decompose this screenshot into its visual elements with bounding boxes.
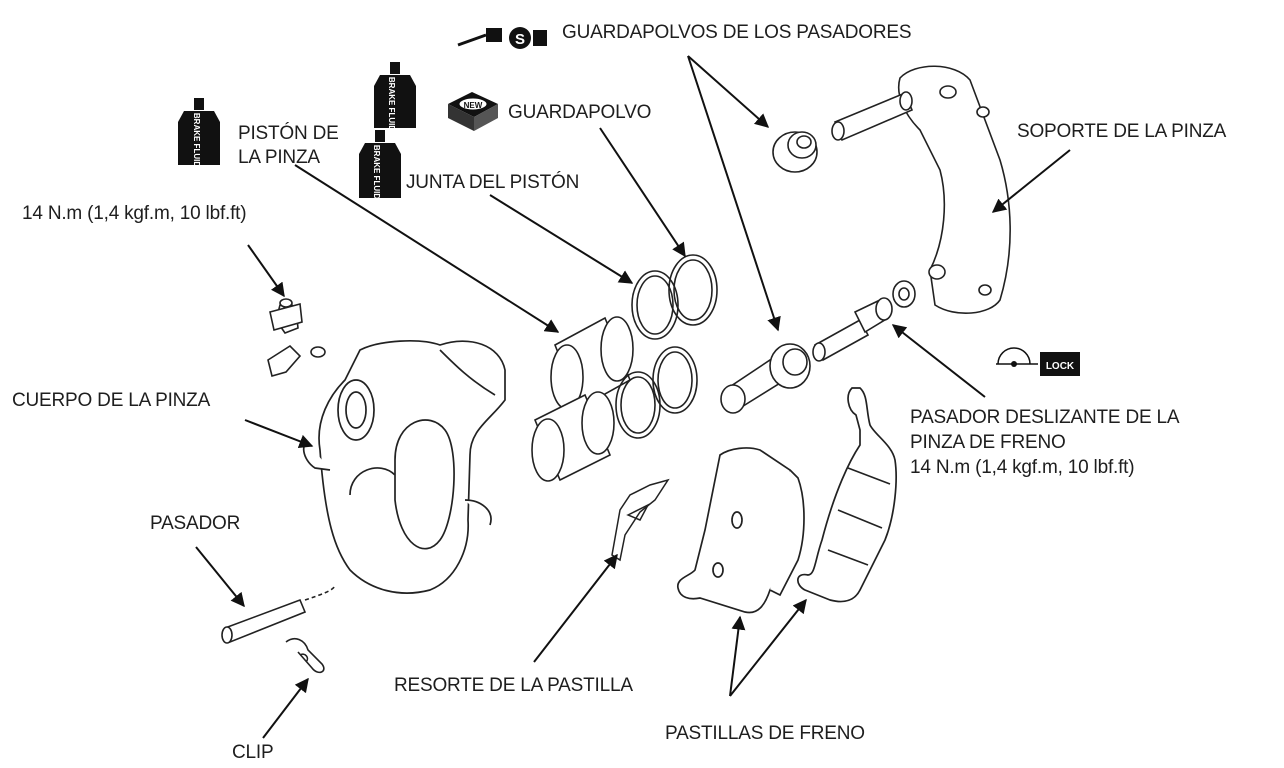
brake-fluid-icon: BRAKE FLUID xyxy=(374,62,416,131)
bleed-valve xyxy=(267,298,326,377)
label-slide-pin-line1: PASADOR DESLIZANTE DE LA xyxy=(910,407,1180,428)
label-caliper-piston-line2: LA PINZA xyxy=(238,147,320,168)
label-slide-pin-torque: 14 N.m (1,4 kgf.m, 10 lbf.ft) xyxy=(910,457,1135,478)
label-clip: CLIP xyxy=(232,742,274,763)
label-piston-seal: JUNTA DEL PISTÓN xyxy=(406,172,580,193)
svg-text:BRAKE FLUID: BRAKE FLUID xyxy=(372,145,381,199)
brake-fluid-icon: BRAKE FLUID xyxy=(359,130,401,199)
clip xyxy=(285,638,325,674)
new-part-icon: NEW xyxy=(448,92,498,131)
label-dust-seal: GUARDAPOLVO xyxy=(508,102,652,123)
pad-spring xyxy=(611,478,670,562)
svg-text:LOCK: LOCK xyxy=(1046,361,1075,372)
label-pad-pin: PASADOR xyxy=(150,513,241,534)
label-caliper-piston-line1: PISTÓN DE xyxy=(238,123,339,144)
pin-boot-sleeve xyxy=(720,343,811,414)
label-caliper-bracket: SOPORTE DE LA PINZA xyxy=(1017,121,1227,142)
caliper-piston xyxy=(531,391,615,482)
grease-icon: S xyxy=(457,27,547,49)
slide-pin-bolt xyxy=(812,280,916,362)
pad-pin xyxy=(221,584,336,644)
label-caliper-body: CUERPO DE LA PINZA xyxy=(12,390,211,411)
svg-text:BRAKE FLUID: BRAKE FLUID xyxy=(387,77,396,131)
caliper-bracket xyxy=(831,65,1011,315)
leader-lines xyxy=(195,55,1071,739)
label-pin-boots: GUARDAPOLVOS DE LOS PASADORES xyxy=(562,22,912,43)
svg-text:NEW: NEW xyxy=(464,101,483,110)
svg-text:BRAKE FLUID: BRAKE FLUID xyxy=(192,113,201,167)
dust-seal xyxy=(652,254,718,414)
svg-text:S: S xyxy=(515,31,525,48)
brake-fluid-icon: BRAKE FLUID xyxy=(178,98,220,167)
label-bleed-torque: 14 N.m (1,4 kgf.m, 10 lbf.ft) xyxy=(22,203,247,224)
pin-boot xyxy=(772,131,818,173)
thread-lock-icon: LOCK xyxy=(996,347,1080,376)
caliper-body xyxy=(302,340,506,594)
brake-pad xyxy=(677,447,805,614)
label-pad-spring: RESORTE DE LA PASTILLA xyxy=(394,675,633,696)
label-slide-pin-line2: PINZA DE FRENO xyxy=(910,432,1066,453)
label-brake-pads: PASTILLAS DE FRENO xyxy=(665,723,865,744)
brake-pad xyxy=(797,387,897,603)
